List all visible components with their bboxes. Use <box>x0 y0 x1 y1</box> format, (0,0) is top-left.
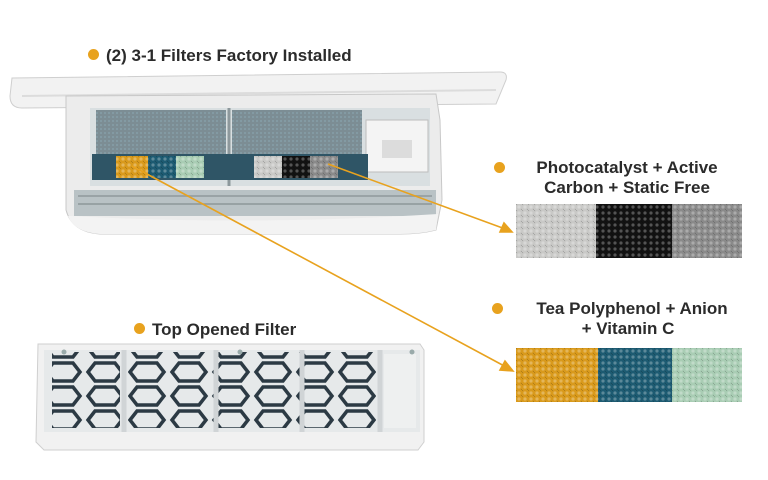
tea-polyphenol-line1: Tea Polyphenol + Anion <box>536 299 728 318</box>
photocatalyst-label: Photocatalyst + Active Carbon + Static F… <box>494 158 758 198</box>
photocatalyst-swatch <box>516 204 742 258</box>
bullet-dot-icon <box>134 323 145 334</box>
ac-unit-top-filter <box>35 343 425 451</box>
bullet-dot-icon <box>494 162 505 173</box>
factory-installed-text: (2) 3-1 Filters Factory Installed <box>106 46 352 65</box>
photocatalyst-line2: Carbon + Static Free <box>544 178 710 197</box>
top-opened-filter-label: Top Opened Filter <box>134 320 296 340</box>
photocatalyst-line1: Photocatalyst + Active <box>536 158 718 177</box>
connector-lines <box>131 163 515 372</box>
tea-polyphenol-label: Tea Polyphenol + Anion + Vitamin C <box>492 299 762 339</box>
bullet-dot-icon <box>88 49 99 60</box>
tea-polyphenol-swatch <box>516 348 742 402</box>
factory-installed-label: (2) 3-1 Filters Factory Installed <box>88 46 352 66</box>
tea-polyphenol-line2: + Vitamin C <box>581 319 675 338</box>
ac-unit-opened <box>9 71 507 235</box>
top-opened-filter-text: Top Opened Filter <box>152 320 297 339</box>
bullet-dot-icon <box>492 303 503 314</box>
